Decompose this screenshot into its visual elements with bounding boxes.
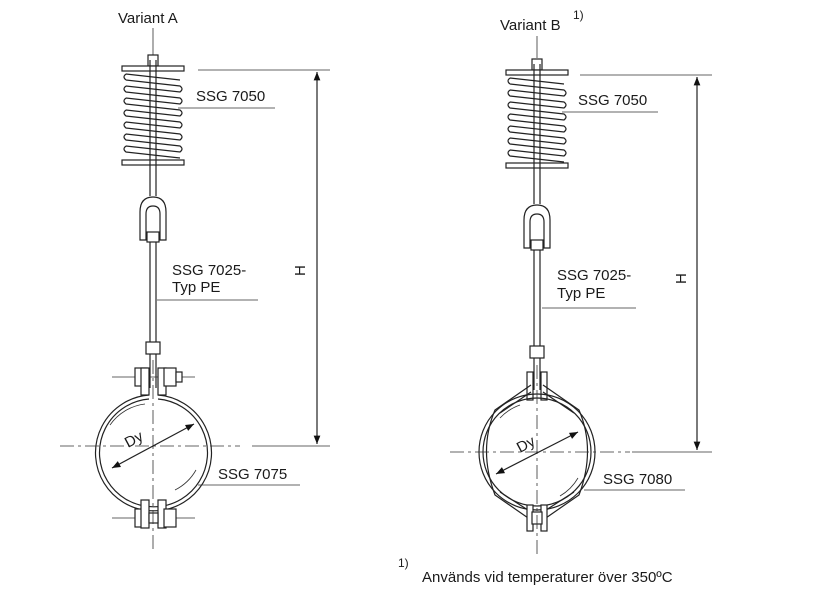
diameter-arrow-a bbox=[111, 423, 195, 469]
variant-b-title: Variant B bbox=[500, 17, 561, 34]
clamp-a bbox=[94, 367, 213, 529]
height-label-a: H bbox=[292, 265, 309, 276]
footnote-marker: 1) bbox=[398, 556, 409, 570]
diameter-label-a: Dy bbox=[122, 428, 147, 452]
footnote-text: Används vid temperaturer över 350ºC bbox=[422, 569, 673, 586]
clamp-label-b: SSG 7080 bbox=[603, 471, 672, 488]
rod-label-b-line2: Typ PE bbox=[557, 285, 605, 302]
rod-label-a-line1: SSG 7025- bbox=[172, 262, 246, 279]
variant-a-title: Variant A bbox=[118, 10, 178, 27]
spring-label-a: SSG 7050 bbox=[196, 88, 265, 105]
height-label-b: H bbox=[673, 273, 690, 284]
rod-label-b-line1: SSG 7025- bbox=[557, 267, 631, 284]
variant-b: Variant B 1) bbox=[450, 8, 712, 555]
spring-a bbox=[121, 65, 185, 166]
diameter-label-b: Dy bbox=[514, 433, 539, 457]
spring-label-b: SSG 7050 bbox=[578, 92, 647, 109]
spring-b bbox=[505, 69, 569, 169]
clamp-label-a: SSG 7075 bbox=[218, 466, 287, 483]
rod-label-a-line2: Typ PE bbox=[172, 279, 220, 296]
variant-a: Variant A bbox=[60, 10, 330, 550]
variant-b-footnote-marker: 1) bbox=[573, 8, 584, 22]
diameter-arrow-b bbox=[495, 431, 579, 475]
